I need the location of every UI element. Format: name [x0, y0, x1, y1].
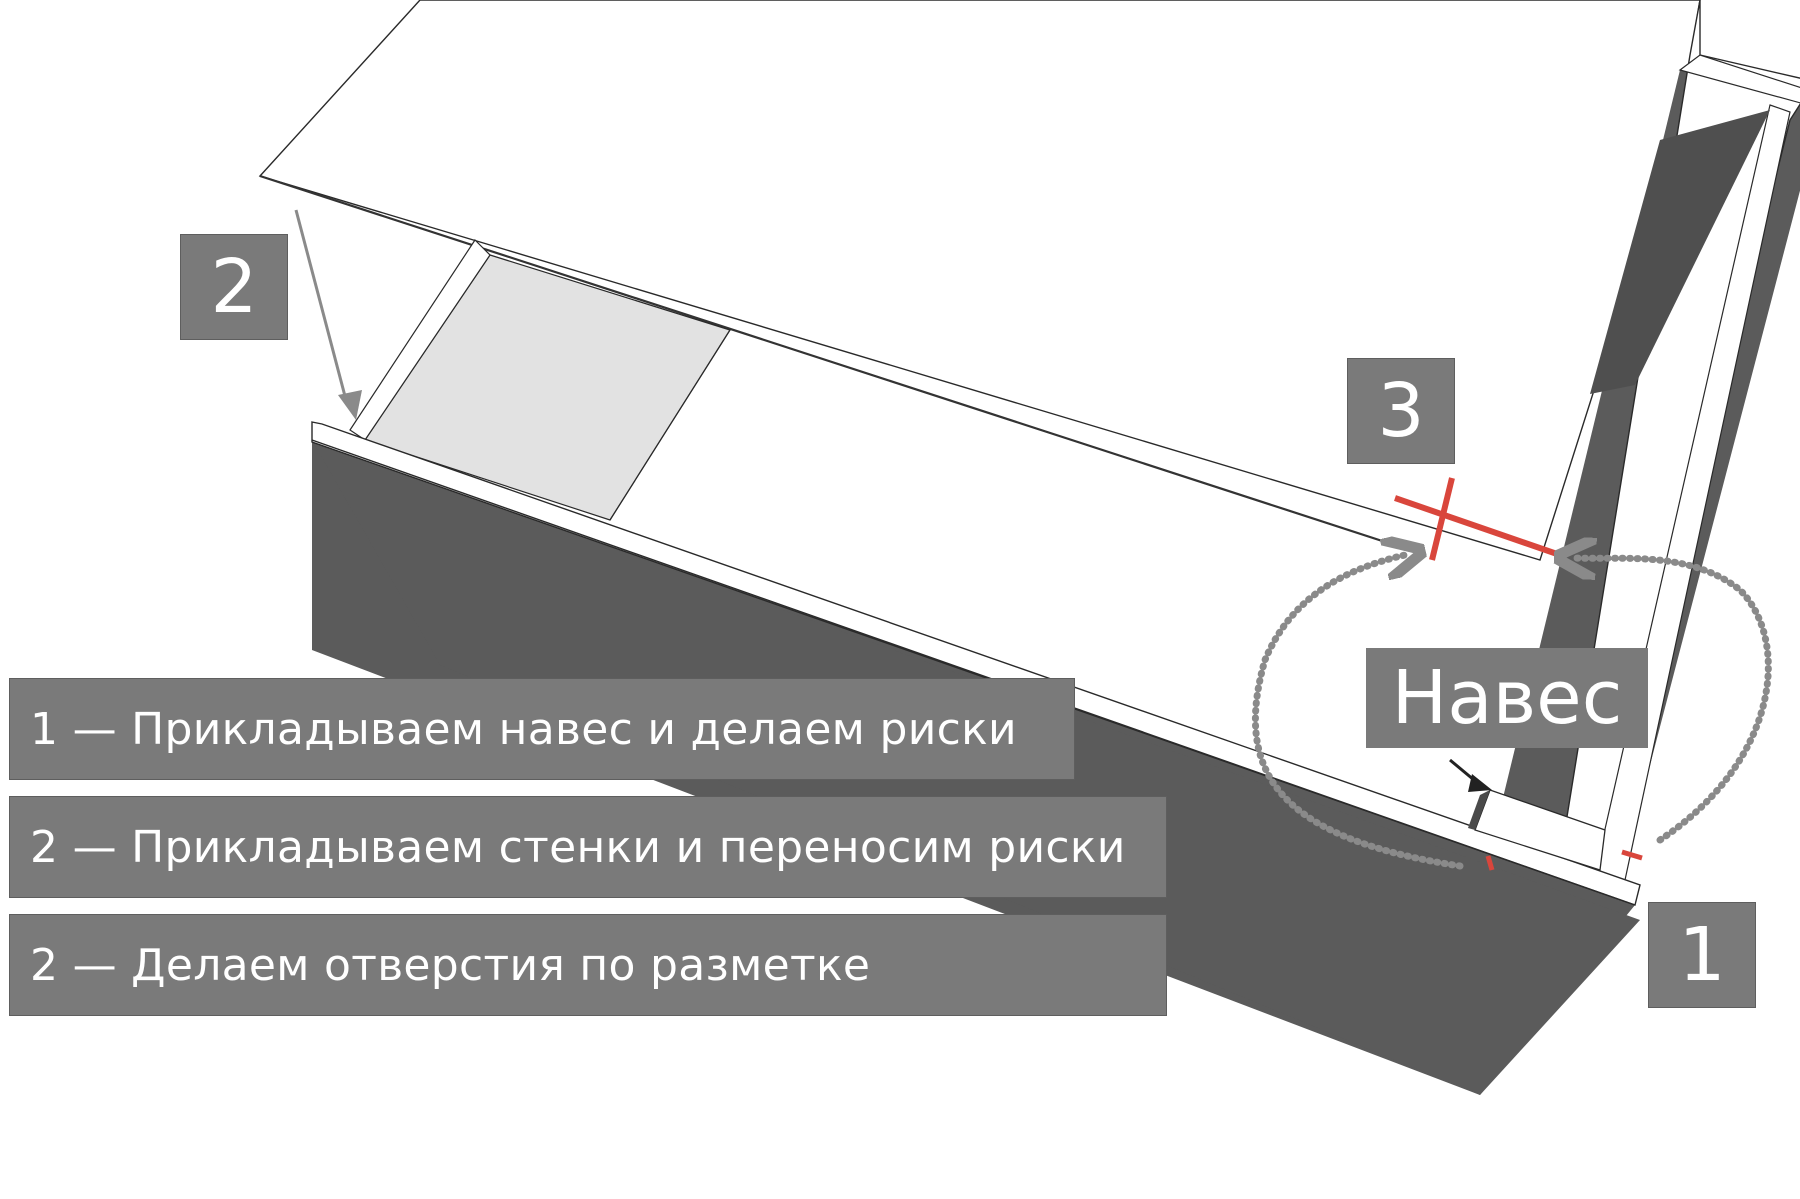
front-panel-edge-line: [311, 439, 1636, 906]
marker-1-label: 1: [1678, 912, 1726, 998]
red-mark-tick-left: [1485, 855, 1495, 871]
pointer-arrow-2-shaft: [294, 209, 348, 401]
step-1-text: 1 — Прикладываем навес и делаем риски: [30, 703, 1017, 755]
step-2-text: 2 — Прикладываем стенки и переносим риск…: [30, 821, 1126, 873]
dotted-transfer-arrow-left: [1252, 555, 1464, 870]
inner-divider: [609, 329, 731, 521]
front-panel-edge: [311, 421, 1641, 906]
dotted-transfer-arrow-right: [1575, 558, 1772, 844]
side-wall-right-shadow: [1590, 110, 1770, 394]
step-2-box: 2 — Прикладываем стенки и переносим риск…: [9, 796, 1167, 898]
step-1-box: 1 — Прикладываем навес и делаем риски: [9, 678, 1075, 780]
hinge-label-text: Навес: [1391, 655, 1623, 741]
pointer-arrow-2-head: [338, 390, 362, 420]
lid-panel-edge: [259, 174, 1411, 552]
hinge-block: [1474, 789, 1606, 871]
hinge-label: Навес: [1366, 648, 1648, 748]
step-3-text: 2 — Делаем отверстия по разметке: [30, 939, 871, 991]
marker-1: 1: [1648, 902, 1756, 1008]
side-wall-right-inner: [1678, 54, 1800, 104]
red-mark-tick-right: [1621, 849, 1643, 861]
red-mark-cross-horizontal: [1394, 495, 1561, 558]
marker-3: 3: [1347, 358, 1455, 464]
marker-2-label: 2: [210, 244, 258, 330]
marker-3-label: 3: [1377, 368, 1425, 454]
marker-2: 2: [180, 234, 288, 340]
pointer-arrow-hinge-head: [1468, 774, 1492, 792]
step-3-box: 2 — Делаем отверстия по разметке: [9, 914, 1167, 1016]
red-mark-cross-vertical: [1429, 477, 1455, 561]
hinge-block-side: [1468, 790, 1490, 830]
